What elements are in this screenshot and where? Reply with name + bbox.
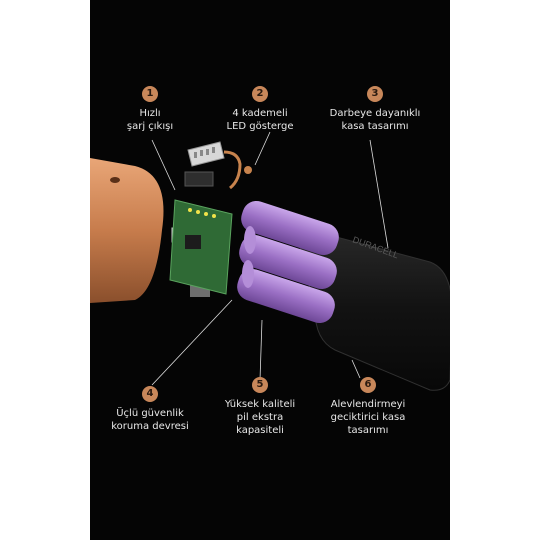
callout-number: 5 — [252, 377, 268, 393]
led-housing — [184, 171, 214, 187]
callout-4: 4 Üçlü güvenlik koruma devresi — [90, 386, 210, 433]
callout-number: 2 — [252, 86, 268, 102]
callout-number: 3 — [367, 86, 383, 102]
leader-line-2 — [254, 131, 271, 166]
flex-cable — [223, 150, 242, 190]
callout-1: 1 Hızlı şarj çıkışı — [90, 86, 210, 133]
callout-5: 5 Yüksek kaliteli pil ekstra kapasiteli — [200, 377, 320, 437]
connector-pins — [194, 147, 215, 158]
leader-line-1 — [151, 139, 176, 191]
callout-number: 4 — [142, 386, 158, 402]
powerbank-exploded-view: DURACELL — [90, 131, 450, 391]
leader-line-3 — [369, 139, 389, 249]
callout-label: Darbeye dayanıklı kasa tasarımı — [329, 108, 421, 132]
product-illustration: DURACELL — [90, 0, 450, 540]
cap-port-slot — [110, 177, 120, 183]
callout-2: 2 4 kademeli LED gösterge — [200, 86, 320, 133]
callout-number: 1 — [142, 86, 158, 102]
leader-line-4 — [151, 299, 233, 386]
callout-3: 3 Darbeye dayanıklı kasa tasarımı — [315, 86, 435, 133]
callout-label: 4 kademeli LED gösterge — [226, 108, 294, 132]
leader-line-6 — [351, 359, 361, 379]
callout-6: 6 Alevlendirmeyi geciktirici kasa tasarı… — [308, 377, 428, 437]
callout-label: Üçlü güvenlik koruma devresi — [111, 408, 189, 432]
led-component — [244, 166, 252, 174]
copper-end-cap — [90, 158, 164, 303]
callout-label: Alevlendirmeyi geciktirici kasa tasarımı — [330, 399, 406, 436]
battery-cells — [237, 200, 339, 324]
pcb-chip — [185, 235, 201, 249]
callout-number: 6 — [360, 377, 376, 393]
callout-label: Yüksek kaliteli pil ekstra kapasiteli — [224, 399, 296, 436]
callout-label: Hızlı şarj çıkışı — [126, 108, 174, 132]
leader-line-5 — [259, 319, 263, 381]
led-dots — [188, 208, 216, 218]
